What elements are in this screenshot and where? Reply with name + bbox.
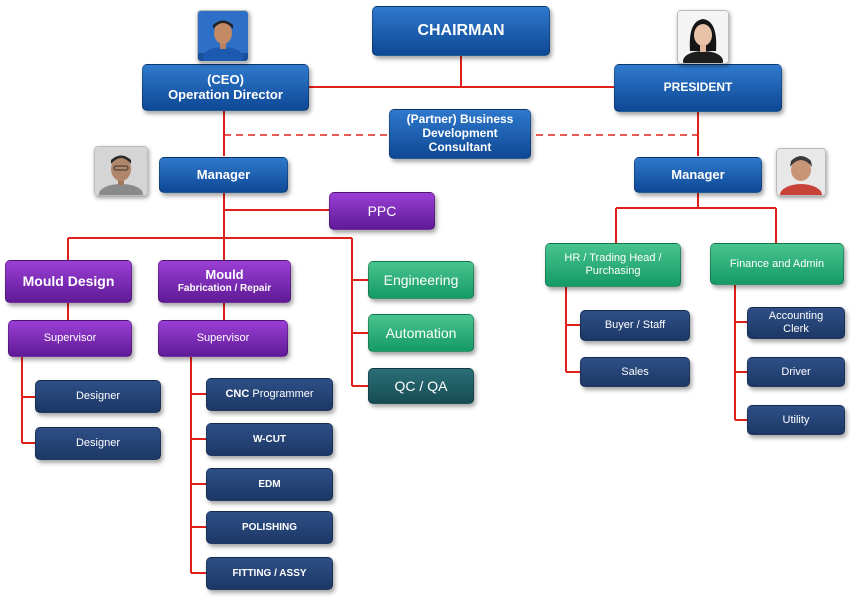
design-supervisor-box: Supervisor	[8, 320, 132, 357]
president-photo-icon	[677, 10, 729, 64]
qcqa-box: QC / QA	[368, 368, 474, 404]
hr-label-line2: Purchasing	[585, 265, 641, 277]
chairman-box: CHAIRMAN	[372, 6, 550, 56]
design-supervisor-label: Supervisor	[43, 332, 97, 345]
consultant-label-line3: Consultant	[428, 139, 492, 154]
ceo-box: (CEO) Operation Director	[142, 64, 309, 111]
fab-supervisor-label: Supervisor	[196, 332, 250, 345]
buyer-staff-box: Buyer / Staff	[580, 310, 690, 341]
utility-label: Utility	[782, 413, 810, 426]
automation-box: Automation	[368, 314, 474, 352]
polishing-label: POLISHING	[241, 521, 297, 533]
consultant-box: (Partner) Business Development Consultan…	[389, 109, 531, 159]
president-box: PRESIDENT	[614, 64, 782, 112]
fitting-label: FITTING / ASSY	[232, 567, 307, 579]
sales-box: Sales	[580, 357, 690, 387]
wcut-box: W-CUT	[206, 423, 333, 456]
right-manager-photo-icon	[776, 148, 826, 196]
left-manager-box: Manager	[159, 157, 288, 193]
driver-box: Driver	[747, 357, 845, 387]
designer-1-box: Designer	[35, 380, 161, 413]
cnc-label-rest: Programmer	[249, 388, 314, 401]
automation-label: Automation	[385, 324, 457, 341]
consultant-label-line2: Development	[422, 126, 498, 141]
accounting-label-line2: Clerk	[783, 323, 809, 335]
designer-2-box: Designer	[35, 427, 161, 460]
designer-1-label: Designer	[75, 390, 121, 403]
ppc-box: PPC	[329, 192, 435, 230]
fitting-assy-box: FITTING / ASSY	[206, 557, 333, 590]
ppc-label: PPC	[367, 202, 397, 219]
designer-2-label: Designer	[75, 437, 121, 450]
accounting-label-line1: Accounting	[768, 310, 824, 323]
hr-trading-box: HR / Trading Head / Purchasing	[545, 243, 681, 287]
ceo-photo-icon	[197, 10, 249, 62]
mould-fab-label-line2: Fabrication / Repair	[177, 283, 272, 295]
ceo-label-line1: (CEO)	[207, 71, 244, 87]
consultant-label-line1: (Partner) Business	[406, 112, 514, 127]
mould-design-box: Mould Design	[5, 260, 132, 303]
wcut-label: W-CUT	[252, 433, 287, 445]
hr-label-line1: HR / Trading Head /	[564, 252, 662, 265]
finance-admin-box: Finance and Admin	[710, 243, 844, 285]
mould-design-label: Mould Design	[22, 273, 115, 290]
mould-fab-label-line1: Mould	[205, 267, 244, 283]
sales-label: Sales	[621, 365, 649, 378]
right-manager-box: Manager	[634, 157, 762, 193]
polishing-box: POLISHING	[206, 511, 333, 544]
chairman-label: CHAIRMAN	[417, 21, 505, 39]
left-manager-photo-icon	[94, 146, 148, 196]
right-manager-label: Manager	[671, 166, 725, 182]
edm-box: EDM	[206, 468, 333, 501]
mould-fabrication-box: Mould Fabrication / Repair	[158, 260, 291, 303]
left-manager-label: Manager	[196, 166, 251, 182]
buyer-label: Buyer / Staff	[604, 319, 666, 332]
utility-box: Utility	[747, 405, 845, 435]
president-label: PRESIDENT	[663, 80, 733, 95]
engineering-label: Engineering	[383, 271, 459, 288]
edm-label: EDM	[258, 478, 281, 490]
cnc-label-bold: CNC	[225, 388, 250, 401]
qcqa-label: QC / QA	[394, 377, 448, 394]
engineering-box: Engineering	[368, 261, 474, 299]
driver-label: Driver	[781, 365, 811, 378]
cnc-programmer-box: CNC Programmer	[206, 378, 333, 411]
fab-supervisor-box: Supervisor	[158, 320, 288, 357]
accounting-clerk-box: Accounting Clerk	[747, 307, 845, 339]
finance-label: Finance and Admin	[729, 257, 825, 270]
ceo-label-line2: Operation Director	[168, 86, 283, 102]
